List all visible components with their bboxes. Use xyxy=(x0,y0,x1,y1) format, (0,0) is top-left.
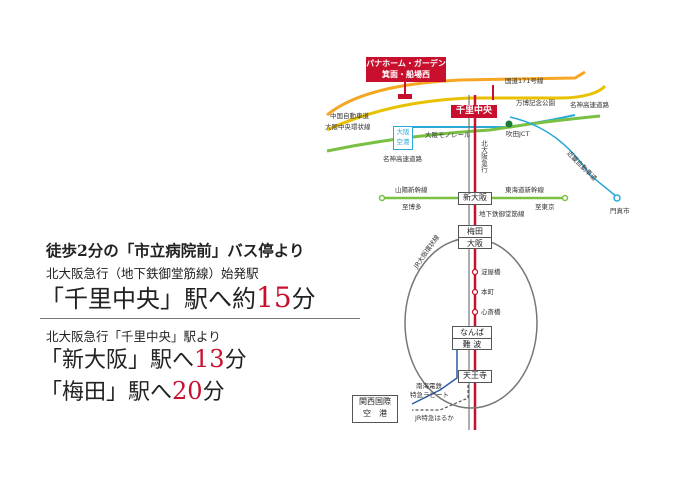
osaka-airport-box: 大阪 空港 xyxy=(393,126,413,150)
osaka-label: 大阪 xyxy=(459,237,491,249)
kitaosaka-line-label: 北大阪急行 xyxy=(479,140,488,173)
property-name-line1: パナホーム・ガーデン xyxy=(366,58,446,68)
kadoma-station-marker xyxy=(613,194,621,202)
tennoji-station: 天王寺 xyxy=(458,370,492,383)
senri-chuo-minutes: 15 xyxy=(256,281,292,314)
chugoku-expwy-label: 中国自動車道 xyxy=(330,112,369,120)
property-label: パナホーム・ガーデン 箕面・船場西 xyxy=(366,57,446,82)
suita-jct-label: 吹田JCT xyxy=(506,130,530,138)
route171-line xyxy=(326,70,586,117)
namba-kanji-label: 難 波 xyxy=(453,338,491,350)
tokaido-shinkansen-label: 東海道新幹線 xyxy=(505,186,544,194)
umeda-headline: 「梅田」駅へ20分 xyxy=(40,374,225,406)
rapit-label: 特急ラピート xyxy=(410,391,449,399)
haruka-label: JR特急はるか xyxy=(415,414,454,422)
divider xyxy=(40,318,360,319)
to-hakata-label: 至博多 xyxy=(402,203,422,211)
senri-chuo-headline-post: 分 xyxy=(291,285,316,313)
umeda-osaka-station: 梅田 大阪 xyxy=(458,225,492,249)
property-name-line2: 箕面・船場西 xyxy=(382,69,430,79)
nankai-label: 南海電鉄 xyxy=(416,382,442,390)
namba-station: なんば 難 波 xyxy=(452,326,492,350)
shin-osaka-headline: 「新大阪」駅へ13分 xyxy=(40,342,247,374)
chugoku-expwy-line xyxy=(326,84,607,132)
monorail-label: 大阪モノレール xyxy=(425,131,471,139)
umeda-label: 梅田 xyxy=(467,227,483,236)
chuo-kanjo-label: 大阪中央環状線 xyxy=(325,123,371,131)
nankai-line xyxy=(411,349,458,405)
shinsaibashi-label: 心斎橋 xyxy=(481,308,501,316)
meishin-label-left: 名神高速道路 xyxy=(383,155,422,163)
umeda-minutes: 20 xyxy=(172,377,203,405)
shin-osaka-headline-post: 分 xyxy=(224,348,247,373)
to-tokyo-label: 至東京 xyxy=(535,203,555,211)
shin-osaka-headline-pre: 「新大阪」駅へ xyxy=(40,348,195,373)
meishin-label-right: 名神高速道路 xyxy=(570,101,609,109)
kansai-airport-box: 関西国際 空 港 xyxy=(352,395,398,423)
origin-station-text: 北大阪急行（地下鉄御堂筋線）始発駅 xyxy=(46,266,259,281)
suita-jct-marker xyxy=(505,120,513,128)
midosuji-line-label: 地下鉄御堂筋線 xyxy=(479,210,525,218)
senri-chuo-station: 千里中央 xyxy=(451,105,497,118)
route171-label: 国道171号線 xyxy=(505,77,544,85)
from-senri-chuo-text: 北大阪急行「千里中央」駅より xyxy=(46,329,221,344)
senri-chuo-headline-pre: 「千里中央」駅へ約 xyxy=(40,285,256,313)
meishin-line xyxy=(326,114,601,153)
bus-stop-text: 徒歩2分の「市立病院前」バス停より xyxy=(46,241,305,260)
shin-osaka-station: 新大阪 xyxy=(458,192,492,205)
umeda-headline-pre: 「梅田」駅へ xyxy=(40,380,173,405)
yodoyabashi-label: 淀屋橋 xyxy=(481,268,501,276)
namba-hiragana-label: なんば xyxy=(460,328,484,337)
shin-osaka-minutes: 13 xyxy=(194,345,225,373)
kinki-expwy-line xyxy=(509,116,618,198)
kadoma-label: 門真市 xyxy=(610,207,630,215)
umeda-headline-post: 分 xyxy=(202,380,225,405)
sanyo-shinkansen-label: 山陽新幹線 xyxy=(395,186,428,194)
senri-chuo-headline: 「千里中央」駅へ約15分 xyxy=(40,279,316,314)
banpaku-label: 万博記念公園 xyxy=(516,99,555,107)
haruka-line xyxy=(412,380,469,411)
honmachi-label: 本町 xyxy=(481,288,494,296)
